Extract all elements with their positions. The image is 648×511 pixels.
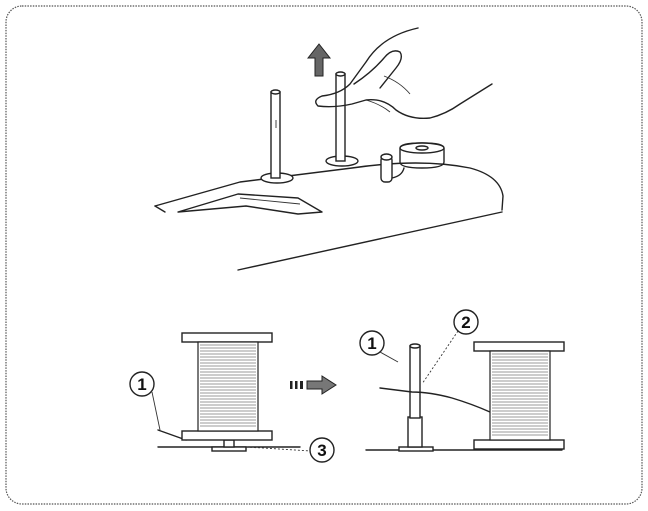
callout-2-label: 2	[461, 313, 470, 332]
callout-1-left-label: 1	[137, 375, 146, 394]
illustration-frame	[5, 5, 643, 505]
spool-diagram-right	[365, 341, 565, 452]
callout-3-label: 3	[317, 441, 326, 460]
next-step-arrow-icon	[290, 375, 337, 395]
callout-1-right-label: 1	[367, 334, 376, 353]
spool-right-thread-lines	[492, 353, 548, 436]
pull-up-arrow-icon	[306, 43, 332, 77]
spool-left-thread-lines	[200, 344, 256, 427]
spool-pin-auxiliary	[325, 71, 359, 167]
bobbin-winder	[380, 142, 445, 183]
callout-2: 2	[421, 309, 479, 385]
hand-illustration	[315, 27, 493, 120]
callout-1-right: 1	[359, 330, 399, 363]
callout-1-left: 1	[129, 371, 161, 431]
spool-pin-left	[260, 89, 294, 184]
callout-3: 3	[245, 437, 335, 463]
machine-top-panel	[154, 162, 504, 271]
